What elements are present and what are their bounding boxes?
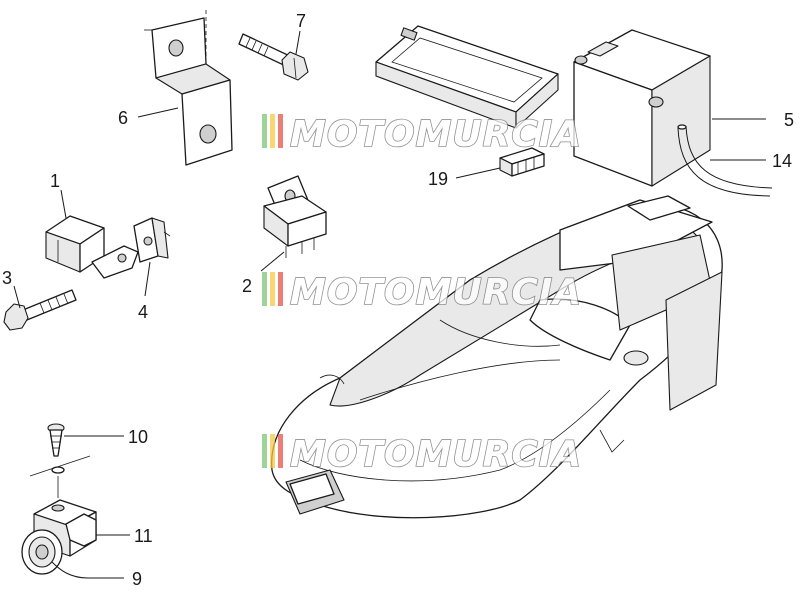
watermark-stripe-3 bbox=[278, 272, 283, 306]
callout-2: 2 bbox=[242, 276, 252, 296]
callout-9: 9 bbox=[132, 569, 142, 589]
svg-text:MOTOMURCIA: MOTOMURCIA bbox=[290, 434, 582, 475]
watermark-logo: MOTOMURCIA bbox=[262, 433, 582, 476]
callout-19: 19 bbox=[428, 169, 448, 189]
bracket-part bbox=[144, 10, 233, 166]
clip-nut-part bbox=[133, 217, 171, 263]
leader-lines bbox=[13, 30, 766, 579]
watermark-stripe-2 bbox=[270, 114, 275, 148]
callout-labels: 1 2 3 4 5 6 7 9 10 11 14 19 bbox=[2, 11, 794, 589]
small-screw-part bbox=[29, 423, 91, 498]
callout-10: 10 bbox=[128, 427, 148, 447]
connector-part bbox=[499, 147, 545, 177]
svg-text:MOTOMURCIA: MOTOMURCIA bbox=[290, 114, 582, 155]
bolt-part bbox=[238, 33, 309, 81]
fuse-box-part bbox=[375, 25, 559, 129]
switch-part bbox=[45, 215, 139, 279]
watermark-stripe-1 bbox=[262, 114, 267, 148]
watermark-logo: MOTOMURCIA bbox=[262, 271, 582, 314]
svg-text:MOTOMURCIA: MOTOMURCIA bbox=[290, 272, 582, 313]
callout-14: 14 bbox=[772, 151, 792, 171]
callout-3: 3 bbox=[2, 268, 12, 288]
watermark-stripe-1 bbox=[262, 434, 267, 468]
relay-part bbox=[263, 175, 327, 258]
callout-11: 11 bbox=[134, 526, 153, 546]
callout-1: 1 bbox=[50, 171, 60, 191]
battery-part bbox=[573, 29, 711, 187]
callout-7: 7 bbox=[296, 11, 306, 31]
helmet-compartment-part bbox=[271, 195, 723, 519]
watermark-stripe-1 bbox=[262, 272, 267, 306]
watermark-stripe-2 bbox=[270, 272, 275, 306]
callout-5: 5 bbox=[784, 110, 794, 130]
lock-assembly-part bbox=[21, 499, 97, 575]
watermark-stripe-2 bbox=[270, 434, 275, 468]
watermark-logo: MOTOMURCIA bbox=[262, 113, 582, 156]
watermark-stripe-3 bbox=[278, 434, 283, 468]
breather-tube-part bbox=[677, 124, 773, 197]
watermark-stripe-3 bbox=[278, 114, 283, 148]
callout-4: 4 bbox=[138, 302, 148, 322]
callout-6: 6 bbox=[118, 108, 128, 128]
screw-part bbox=[3, 289, 77, 331]
